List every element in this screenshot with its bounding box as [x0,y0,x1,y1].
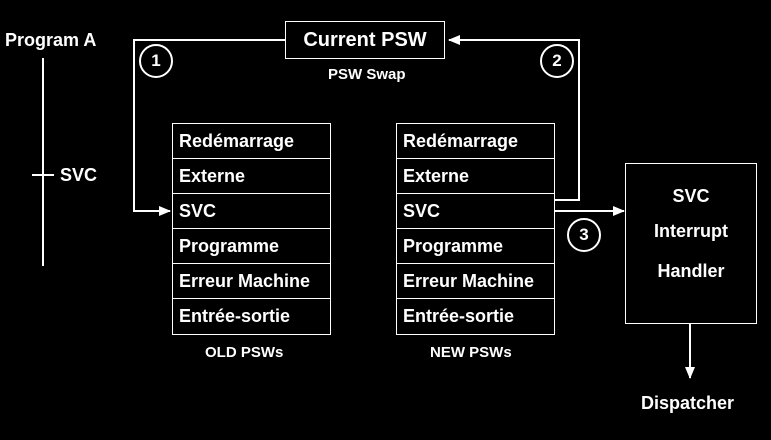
current-psw-box: Current PSW [285,21,445,59]
handler-line-1: SVC [672,186,710,206]
new-psw-row-external: Externe [397,159,554,194]
new-psw-row-program: Programme [397,229,554,264]
old-psw-row-io: Entrée-sortie [179,306,291,326]
step-2-marker: 2 [540,44,574,78]
new-psws-caption: NEW PSWs [430,344,512,361]
svc-interrupt-handler-box: SVC Interrupt Handler [625,163,757,324]
old-psws-caption: OLD PSWs [205,344,284,361]
new-psws-table: Redémarrage Externe SVC Programme Erreur… [396,123,555,335]
program-a-title: Program A [5,30,97,50]
old-psws-table: Redémarrage Externe SVC Programme Erreur… [172,123,331,335]
step-3-marker: 3 [567,218,601,252]
old-psw-row-program: Programme [173,229,330,264]
old-psw-row-restart: Redémarrage [173,124,330,159]
current-psw-label: Current PSW [303,29,427,51]
arrow-new-svc-to-current [448,35,580,201]
new-psw-row-restart: Redémarrage [397,124,554,159]
psw-swap-caption: PSW Swap [328,66,406,83]
dispatcher-label: Dispatcher [641,393,735,413]
old-psw-row-svc: SVC [173,194,330,229]
new-psw-row-io: Entrée-sortie [403,306,515,326]
old-psw-row-external: Externe [173,159,330,194]
step-1-marker: 1 [139,44,173,78]
new-psw-row-machine-check: Erreur Machine [397,264,554,299]
new-psw-row-svc: SVC [397,194,554,229]
handler-line-2: Interrupt [654,221,728,241]
arrow-current-to-old-svc [133,39,285,216]
handler-line-3: Handler [657,261,725,281]
program-svc-label: SVC [60,165,98,185]
old-psw-row-machine-check: Erreur Machine [173,264,330,299]
